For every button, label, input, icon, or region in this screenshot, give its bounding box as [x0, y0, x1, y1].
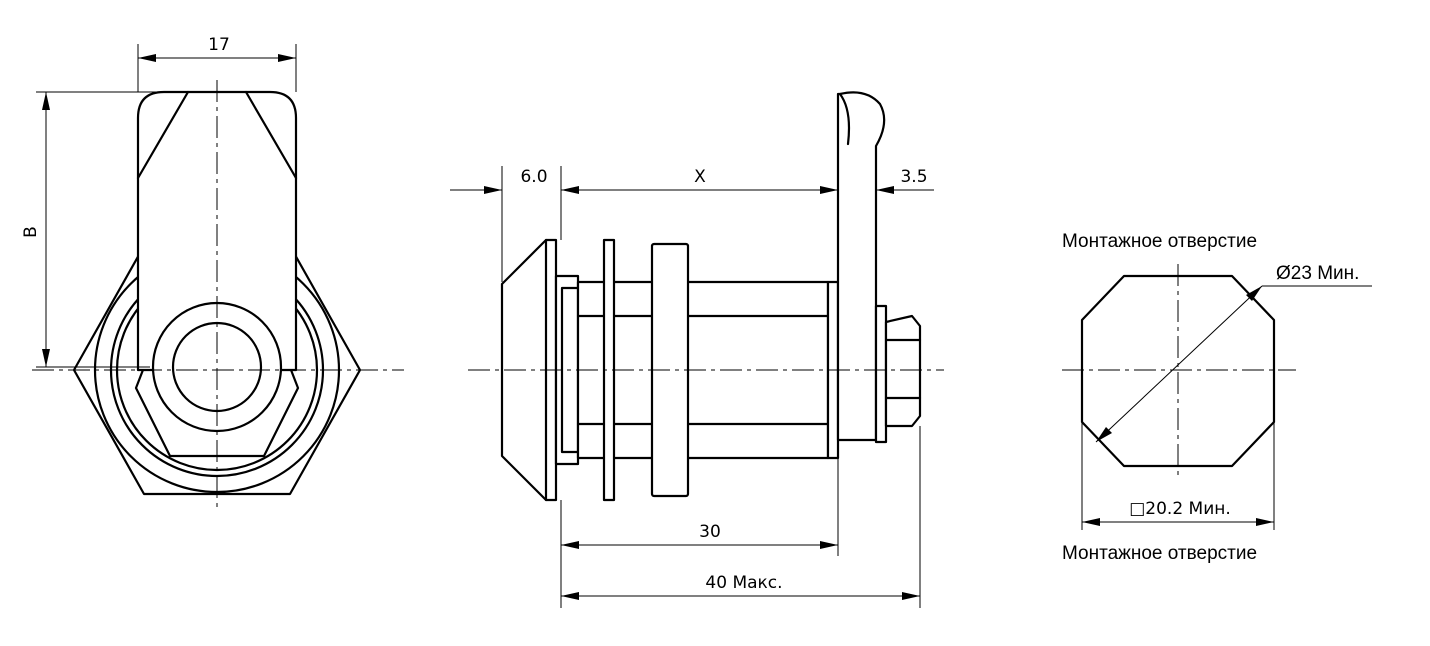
side-view: 6.0 X 3.5 30 40 Макс. — [450, 91, 944, 608]
side-cam-washer — [874, 304, 888, 444]
front-lever-chamfer-right — [244, 90, 298, 180]
dim-b-label: B — [21, 226, 41, 238]
dim-diameter-arrow-b — [1246, 286, 1262, 301]
dim-30-arrow-right — [820, 541, 838, 549]
dim-35-arrow — [876, 186, 894, 194]
mounting-hole-outline — [1080, 274, 1276, 468]
mounting-hole-view: Монтажное отверстие Ø23 Мин. □20.2 Мин. … — [1062, 231, 1372, 564]
front-view: 17 B — [21, 35, 404, 508]
dim-square-label: □20.2 Мин. — [1129, 499, 1231, 519]
side-cam-bend — [838, 92, 851, 146]
dim-x-arrow-left — [561, 186, 579, 194]
mounting-hole-label-bottom: Монтажное отверстие — [1062, 543, 1257, 564]
dim-17-arrow-right — [278, 54, 296, 62]
dim-6-label: 6.0 — [520, 167, 547, 187]
dim-b-arrow-bottom — [42, 349, 50, 367]
dim-30-arrow-left — [561, 541, 579, 549]
dim-x-label: X — [694, 167, 706, 187]
dim-6-arrow — [484, 186, 502, 194]
dim-40-arrow-right — [902, 592, 920, 600]
dim-35-label: 3.5 — [900, 167, 927, 187]
dim-b-arrow-top — [42, 92, 50, 110]
mounting-hole-label-top: Монтажное отверстие — [1062, 231, 1257, 252]
dim-17-arrow-left — [138, 54, 156, 62]
dim-square-arrow-right — [1256, 518, 1274, 526]
dim-diameter-line — [1095, 285, 1263, 443]
dim-40-label: 40 Макс. — [705, 573, 782, 593]
dim-x-arrow-right — [820, 186, 838, 194]
side-end-nut — [884, 314, 922, 428]
dim-diameter-label: Ø23 Мин. — [1276, 263, 1359, 284]
dim-diameter-arrow-a — [1096, 427, 1112, 442]
dim-30-label: 30 — [699, 522, 721, 542]
dim-40-arrow-left — [561, 592, 579, 600]
dim-square-arrow-left — [1082, 518, 1100, 526]
side-cam — [836, 91, 886, 442]
front-lever-chamfer-left — [136, 90, 190, 180]
dim-17-label: 17 — [208, 35, 230, 55]
